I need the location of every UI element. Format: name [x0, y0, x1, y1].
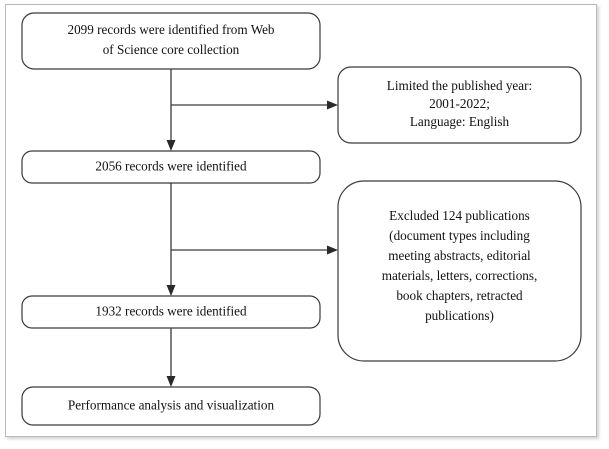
- node-identified-final-box[interactable]: [21, 295, 321, 329]
- arrowhead-after-limits-to-final: [166, 285, 176, 296]
- node-excluded-publications-line-3: meeting abstracts, editorial: [388, 248, 531, 263]
- node-limits-applied-box[interactable]: [337, 66, 582, 144]
- node-identified-after-limits-box[interactable]: [21, 150, 321, 184]
- node-excluded-publications-line-6: publications): [425, 308, 494, 323]
- node-excluded-publications-box[interactable]: [337, 180, 582, 362]
- node-analysis-output-line-1: Performance analysis and visualization: [68, 398, 275, 413]
- node-analysis-output[interactable]: Performance analysis and visualization: [21, 386, 321, 426]
- node-identified-final-line-1: 1932 records were identified: [95, 304, 247, 319]
- node-identified-initial-box[interactable]: [21, 12, 321, 70]
- connector-layer: [166, 69, 338, 387]
- node-identified-after-limits-line-1: 2056 records were identified: [95, 159, 247, 174]
- node-identified-final[interactable]: 1932 records were identified: [21, 295, 321, 329]
- node-identified-after-limits[interactable]: 2056 records were identified: [21, 150, 321, 184]
- node-excluded-publications-line-5: book chapters, retracted: [396, 288, 523, 303]
- figure-frame: 2099 records were identified from Web of…: [5, 4, 597, 437]
- node-excluded-publications-line-2: (document types including: [389, 228, 530, 243]
- node-identified-initial[interactable]: 2099 records were identified from Web of…: [21, 12, 321, 70]
- node-analysis-output-box[interactable]: [21, 386, 321, 426]
- node-limits-applied-line-2: 2001-2022;: [429, 96, 490, 111]
- node-excluded-publications-line-1: Excluded 124 publications: [389, 208, 530, 223]
- arrowhead-initial-to-limits: [327, 100, 338, 110]
- node-identified-initial-line-1: 2099 records were identified from Web: [67, 22, 274, 37]
- node-excluded-publications-line-4: materials, letters, corrections,: [382, 268, 538, 283]
- arrowhead-after-limits-to-excluded: [327, 245, 338, 255]
- arrowhead-final-to-analysis: [166, 376, 176, 387]
- flowchart-canvas: 2099 records were identified from Web of…: [21, 12, 582, 426]
- node-limits-applied-line-3: Language: English: [410, 114, 510, 129]
- node-limits-applied[interactable]: Limited the published year: 2001-2022; L…: [337, 66, 582, 144]
- arrowhead-initial-to-after-limits: [166, 140, 176, 151]
- node-excluded-publications[interactable]: Excluded 124 publications (document type…: [337, 180, 582, 362]
- node-identified-initial-line-2: of Science core collection: [103, 42, 240, 57]
- node-limits-applied-line-1: Limited the published year:: [387, 78, 532, 93]
